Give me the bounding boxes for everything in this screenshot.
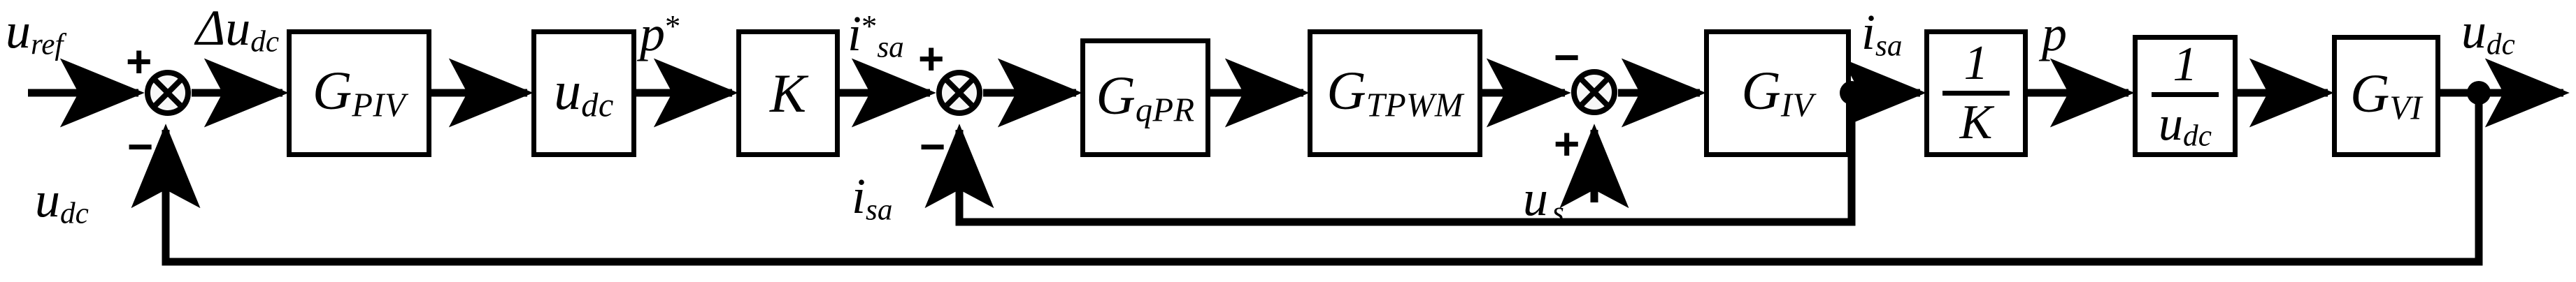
label-i-sa-feedback: isa	[852, 171, 892, 225]
label-i-sa-star-text: i	[847, 6, 862, 61]
label-u-s-source-sub: s	[1552, 195, 1564, 229]
label-p-star-sup: *	[665, 8, 681, 43]
block-g-vi-label: GVI	[2350, 63, 2422, 127]
inverse-u-dc-numerator: 1	[2173, 37, 2198, 91]
label-p-output-text: p	[2042, 6, 2067, 61]
inverse-k-denominator: K	[1959, 96, 1993, 149]
label-p-star-text: p	[640, 6, 665, 61]
inverse-u-dc-denominator: udc	[2159, 96, 2212, 153]
label-delta-u-dc-text: Δu	[196, 0, 251, 56]
block-g-vi[interactable]: GVI	[2332, 35, 2440, 157]
summing-junction-1[interactable]	[145, 70, 191, 116]
summing-junction-3[interactable]	[1571, 69, 1617, 115]
label-i-sa-feedback-sub: sa	[866, 193, 893, 227]
block-g-tpwm[interactable]: GTPWM	[1308, 29, 1482, 157]
label-i-sa-output-text: i	[1861, 4, 1876, 60]
label-delta-u-dc: Δudc	[196, 3, 279, 57]
sign-sum1-minus: −	[127, 121, 154, 172]
label-i-sa-star-sub: sa	[877, 31, 904, 64]
label-u-dc-output: udc	[2461, 6, 2515, 60]
block-g-tpwm-sub: TPWM	[1366, 87, 1464, 124]
wire-outer-feedback	[131, 98, 2483, 266]
block-g-iv[interactable]: GIV	[1704, 29, 1851, 157]
inverse-u-dc-denominator-sub: dc	[2183, 119, 2212, 153]
label-u-dc-feedback-text: u	[35, 172, 60, 228]
block-inverse-k[interactable]: 1 K	[1924, 29, 2028, 157]
label-p-output: p	[2042, 8, 2067, 59]
inverse-u-dc-fraction-bar	[2152, 91, 2219, 97]
wire-inner-feedback	[924, 98, 1856, 226]
sign-sum1-plus: +	[126, 36, 152, 87]
label-u-dc-feedback-sub: dc	[60, 197, 89, 230]
inverse-k-fraction-bar	[1942, 91, 2010, 96]
block-g-tpwm-label: GTPWM	[1326, 60, 1464, 124]
label-delta-u-dc-sub: dc	[250, 25, 280, 59]
label-i-sa-star-sup: *	[861, 8, 878, 43]
block-u-dc-label: udc	[554, 60, 614, 124]
block-g-vi-sub: VI	[2389, 89, 2422, 127]
label-i-sa-output: isa	[1861, 7, 1902, 61]
sign-sum3-minus: −	[1554, 32, 1580, 82]
label-i-sa-output-sub: sa	[1875, 29, 1903, 63]
label-u-dc-feedback: udc	[35, 175, 89, 229]
block-g-qpr-label: GqPR	[1096, 64, 1195, 129]
block-g-qpr[interactable]: GqPR	[1080, 38, 1210, 157]
block-k-label: K	[769, 62, 807, 124]
sign-sum2-plus: +	[918, 34, 945, 84]
block-k[interactable]: K	[736, 29, 840, 157]
block-u-dc-sub: dc	[581, 87, 614, 124]
summing-junction-2[interactable]	[936, 70, 982, 116]
label-u-ref: uref	[6, 6, 63, 60]
block-inverse-k-fraction: 1 K	[1942, 39, 2010, 147]
block-u-dc[interactable]: udc	[531, 29, 636, 157]
block-inverse-u-dc-fraction: 1 udc	[2152, 40, 2219, 151]
sign-sum3-plus: +	[1554, 119, 1580, 169]
block-g-piv-label: GPIV	[313, 60, 406, 124]
block-g-piv-sub: PIV	[352, 87, 406, 124]
label-u-ref-sub: ref	[31, 28, 64, 61]
inverse-k-numerator: 1	[1963, 36, 1989, 90]
block-g-piv[interactable]: GPIV	[287, 29, 431, 157]
block-g-iv-label: GIV	[1741, 60, 1814, 124]
label-u-dc-output-sub: dc	[2486, 28, 2515, 61]
block-g-qpr-sub: qPR	[1135, 91, 1195, 129]
label-u-ref-text: u	[6, 3, 31, 59]
label-i-sa-star: i*sa	[847, 8, 904, 63]
label-p-star: p*	[640, 8, 680, 59]
block-inverse-u-dc[interactable]: 1 udc	[2133, 35, 2238, 157]
label-u-s-source-text: u	[1523, 170, 1548, 226]
block-g-iv-sub: IV	[1780, 87, 1814, 124]
label-i-sa-feedback-text: i	[852, 168, 866, 224]
label-u-dc-output-text: u	[2461, 3, 2486, 59]
sign-sum2-minus: −	[920, 121, 946, 172]
